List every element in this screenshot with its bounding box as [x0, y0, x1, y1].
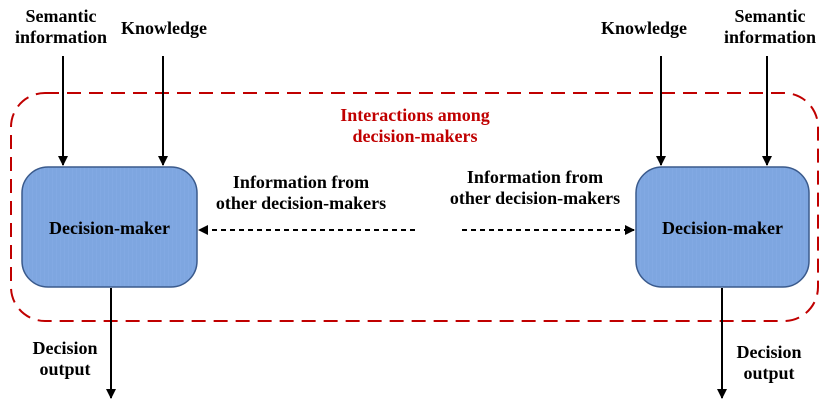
interactions-title-line2: decision-makers [352, 126, 478, 146]
right-output-line1: Decision [736, 342, 802, 362]
right-semantic-line2: information [724, 27, 816, 47]
left-decision-maker-box [21, 166, 198, 288]
right-info-label: Information from other decision-makers [430, 167, 640, 209]
left-knowledge-label: Knowledge [121, 18, 208, 38]
left-decision-maker-label: Decision-maker [49, 218, 170, 238]
right-semantic-label: Semantic information [714, 6, 826, 48]
left-output-label: Decision output [20, 338, 110, 380]
right-knowledge-label: Knowledge [601, 18, 688, 38]
left-semantic-line1: Semantic [25, 6, 97, 26]
left-info-line1: Information from [232, 172, 370, 192]
right-decision-maker-label: Decision-maker [662, 218, 783, 238]
interactions-title: Interactions among decision-makers [310, 105, 520, 147]
right-info-line1: Information from [466, 167, 604, 187]
left-semantic-label: Semantic information [0, 6, 122, 48]
left-semantic-line2: information [15, 27, 107, 47]
right-info-line2: other decision-makers [449, 188, 621, 208]
right-decision-maker-box [635, 166, 810, 288]
left-output-line1: Decision [32, 338, 98, 358]
interactions-title-line1: Interactions among [340, 105, 490, 125]
right-semantic-line1: Semantic [734, 6, 806, 26]
right-output-label: Decision output [724, 342, 814, 384]
left-output-line2: output [39, 359, 91, 379]
interaction-boundary [10, 92, 819, 322]
left-info-line2: other decision-makers [215, 193, 387, 213]
left-info-label: Information from other decision-makers [196, 172, 406, 214]
right-output-line2: output [743, 363, 795, 383]
